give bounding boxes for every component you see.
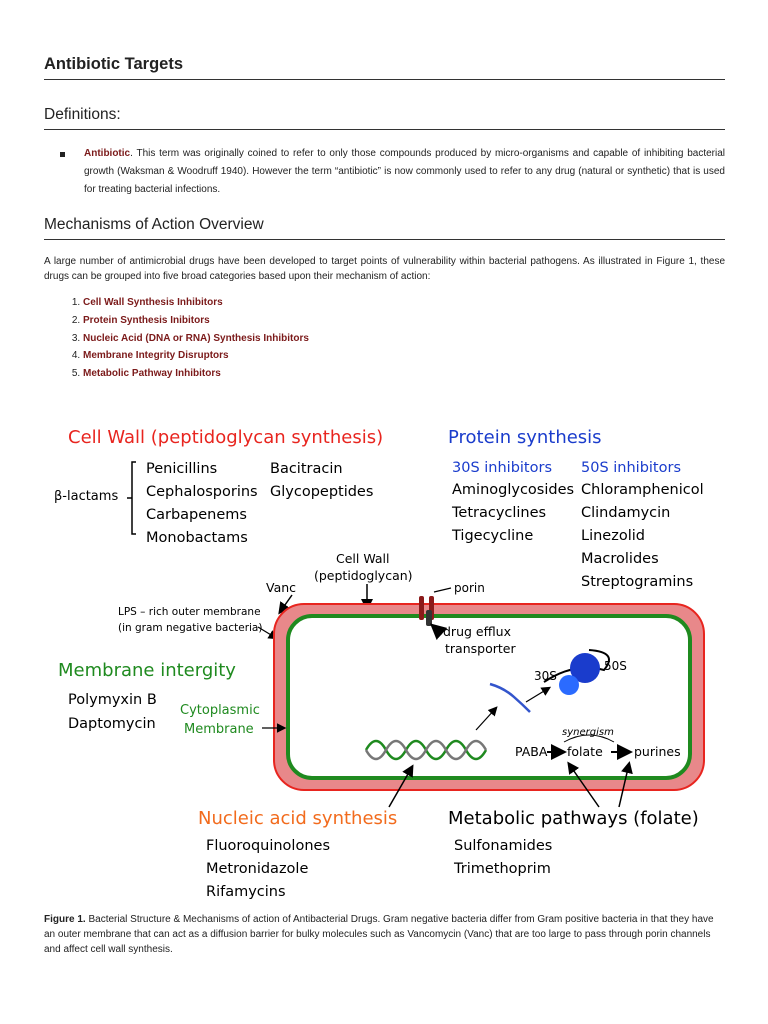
mechanism-item[interactable]: Membrane Integrity Disruptors — [83, 347, 309, 365]
beta-lactam-drug: Cephalosporins — [146, 484, 258, 500]
membrane-drug: Polymyxin B — [68, 692, 157, 708]
efflux-transporter — [426, 610, 432, 626]
ribosome-30s — [559, 675, 579, 695]
s50-drug: Chloramphenicol — [581, 482, 704, 498]
s50-inhibitors-title: 50S inhibitors — [581, 460, 681, 476]
synergism-label: synergism — [562, 727, 614, 738]
protein-synthesis-title: Protein synthesis — [448, 427, 602, 448]
bullet-icon — [60, 152, 65, 157]
caption-label: Figure 1. — [44, 914, 86, 925]
lps-label: LPS – rich outer membrane — [118, 606, 261, 618]
mechanism-item[interactable]: Nucleic Acid (DNA or RNA) Synthesis Inhi… — [83, 330, 309, 348]
efflux-label: drug efflux — [443, 624, 511, 639]
antibiotic-term-link[interactable]: Antibiotic — [84, 148, 130, 159]
paba-label: PABA — [515, 744, 548, 759]
s50-drug: Streptogramins — [581, 574, 693, 590]
mechanisms-heading: Mechanisms of Action Overview — [44, 216, 725, 240]
definition-item: Antibiotic. This term was originally coi… — [60, 145, 725, 199]
cell-wall-drug: Bacitracin — [270, 461, 343, 477]
caption-text: Bacterial Structure & Mechanisms of acti… — [44, 914, 714, 955]
beta-lactam-drug: Carbapenems — [146, 507, 247, 523]
mechanism-item[interactable]: Cell Wall Synthesis Inhibitors — [83, 294, 309, 312]
figure-caption: Figure 1. Bacterial Structure & Mechanis… — [44, 912, 725, 957]
beta-lactam-drug: Monobactams — [146, 530, 248, 546]
s30-drug: Aminoglycosides — [452, 482, 574, 498]
nucleic-drug: Fluoroquinolones — [206, 838, 330, 854]
definition-text: . This term was originally coined to ref… — [84, 148, 725, 195]
folate-label: folate — [567, 744, 603, 759]
s30-drug: Tetracyclines — [451, 505, 546, 521]
mechanism-item[interactable]: Protein Synthesis Inibitors — [83, 312, 309, 330]
nucleic-drug: Rifamycins — [206, 884, 286, 900]
beta-lactams-bracket — [127, 462, 136, 534]
bacterial-structure-figure: Cell Wall (peptidoglycan synthesis) β-la… — [44, 412, 725, 902]
definitions-heading: Definitions: — [44, 106, 725, 130]
porin-label: porin — [454, 581, 485, 595]
cell-wall-label: (peptidoglycan) — [314, 568, 413, 583]
porin-arrow — [434, 588, 451, 592]
cell-wall-title: Cell Wall (peptidoglycan synthesis) — [68, 427, 383, 448]
porin-channel — [419, 596, 424, 620]
nucleic-drug: Metronidazole — [206, 861, 308, 877]
page-title: Antibiotic Targets — [44, 55, 725, 80]
cell-wall-drug: Glycopeptides — [270, 484, 373, 500]
efflux-label: transporter — [445, 641, 516, 656]
purines-label: purines — [634, 744, 681, 759]
cytoplasmic-label: Cytoplasmic — [180, 703, 260, 718]
vanc-label: Vanc — [266, 580, 296, 595]
cytoplasmic-label: Membrane — [184, 722, 254, 737]
s50-drug: Linezolid — [581, 528, 645, 544]
membrane-title: Membrane intergity — [58, 660, 236, 681]
metabolic-drug: Trimethoprim — [453, 861, 551, 877]
membrane-drug: Daptomycin — [68, 716, 156, 732]
metabolic-drug: Sulfonamides — [454, 838, 552, 854]
s50-drug: Macrolides — [581, 551, 659, 567]
mechanism-list: Cell Wall Synthesis Inhibitors Protein S… — [44, 294, 309, 383]
lps-label: (in gram negative bacteria) — [118, 622, 262, 634]
mechanism-item[interactable]: Metabolic Pathway Inhibitors — [83, 365, 309, 383]
s50-drug: Clindamycin — [581, 505, 670, 521]
cell-wall-label: Cell Wall — [336, 551, 390, 566]
nucleic-title: Nucleic acid synthesis — [198, 808, 397, 829]
beta-lactams-label: β-lactams — [54, 489, 118, 504]
beta-lactam-drug: Penicillins — [146, 461, 217, 477]
s30-drug: Tigecycline — [451, 528, 533, 544]
intro-paragraph: A large number of antimicrobial drugs ha… — [44, 255, 725, 284]
metabolic-title: Metabolic pathways (folate) — [448, 808, 699, 829]
s30-inhibitors-title: 30S inhibitors — [452, 460, 552, 476]
